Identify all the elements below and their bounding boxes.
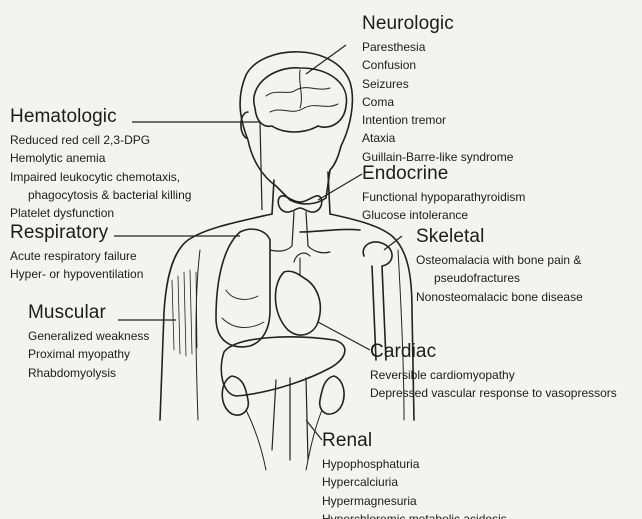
neurologic-group: Neurologic Paresthesia Confusion Seizure… — [362, 13, 513, 166]
muscular-item: Rhabdomyolysis — [28, 364, 149, 382]
cardiac-item: Depressed vascular response to vasopress… — [370, 384, 617, 402]
head-outline — [240, 52, 352, 204]
skeletal-group: Skeletal Osteomalacia with bone pain & p… — [416, 226, 583, 306]
muscle-icon — [172, 270, 197, 356]
respiratory-heading: Respiratory — [10, 222, 143, 244]
renal-group: Renal Hypophosphaturia Hypercalciuria Hy… — [322, 430, 507, 519]
neurologic-heading: Neurologic — [362, 13, 513, 35]
leader-lines — [114, 45, 402, 440]
cardiac-list: Reversible cardiomyopathy Depressed vasc… — [370, 366, 617, 403]
leader-endocrine — [318, 174, 362, 200]
renal-list: Hypophosphaturia Hypercalciuria Hypermag… — [322, 455, 507, 519]
neurologic-item: Ataxia — [362, 129, 513, 147]
muscular-group: Muscular Generalized weakness Proximal m… — [28, 302, 149, 382]
neurologic-item: Confusion — [362, 56, 513, 74]
cardiac-group: Cardiac Reversible cardiomyopathy Depres… — [370, 341, 617, 403]
endocrine-item: Glucose intolerance — [362, 206, 525, 224]
skeletal-heading: Skeletal — [416, 226, 583, 248]
hematologic-item: Reduced red cell 2,3-DPG — [10, 131, 191, 149]
skeletal-item: Nonosteomalacic bone disease — [416, 288, 583, 306]
renal-item: Hypermagnesuria — [322, 492, 507, 510]
skeletal-item: Osteomalacia with bone pain & — [416, 251, 583, 269]
hematologic-heading: Hematologic — [10, 106, 191, 128]
renal-item: Hypophosphaturia — [322, 455, 507, 473]
renal-heading: Renal — [322, 430, 507, 452]
right-kidney-icon — [320, 376, 344, 414]
endocrine-heading: Endocrine — [362, 163, 525, 185]
neurologic-item: Seizures — [362, 75, 513, 93]
skeletal-list: Osteomalacia with bone pain & pseudofrac… — [416, 251, 583, 306]
muscular-list: Generalized weakness Proximal myopathy R… — [28, 327, 149, 382]
endocrine-item: Functional hypoparathyroidism — [362, 188, 525, 206]
muscular-item: Proximal myopathy — [28, 345, 149, 363]
hematologic-item: Platelet dysfunction — [10, 204, 191, 222]
liver-icon — [221, 337, 345, 396]
renal-item: Hypercalciuria — [322, 473, 507, 491]
hematologic-group: Hematologic Reduced red cell 2,3-DPG Hem… — [10, 106, 191, 222]
respiratory-item: Hyper- or hypoventilation — [10, 265, 143, 283]
neurologic-item: Paresthesia — [362, 38, 513, 56]
neurologic-list: Paresthesia Confusion Seizures Coma Inte… — [362, 38, 513, 166]
hematologic-item: Hemolytic anemia — [10, 149, 191, 167]
neurologic-item: Intention tremor — [362, 111, 513, 129]
respiratory-item: Acute respiratory failure — [10, 247, 143, 265]
leader-renal — [306, 420, 322, 440]
cardiac-item: Reversible cardiomyopathy — [370, 366, 617, 384]
endocrine-list: Functional hypoparathyroidism Glucose in… — [362, 188, 525, 225]
heart-icon — [275, 271, 320, 335]
neurologic-item: Coma — [362, 93, 513, 111]
renal-item: Hyperchloremic metabolic acidosis — [322, 510, 507, 519]
ear-outline — [241, 112, 248, 138]
muscular-item: Generalized weakness — [28, 327, 149, 345]
endocrine-group: Endocrine Functional hypoparathyroidism … — [362, 163, 525, 225]
respiratory-list: Acute respiratory failure Hyper- or hypo… — [10, 247, 143, 284]
cardiac-heading: Cardiac — [370, 341, 617, 363]
hematologic-list: Reduced red cell 2,3-DPG Hemolytic anemi… — [10, 131, 191, 222]
muscular-heading: Muscular — [28, 302, 149, 324]
skeletal-item: pseudofractures — [416, 269, 583, 287]
hematologic-item: Impaired leukocytic chemotaxis, — [10, 168, 191, 186]
lungs-icon — [216, 229, 270, 347]
leader-neurologic — [306, 45, 346, 74]
respiratory-group: Respiratory Acute respiratory failure Hy… — [10, 222, 143, 284]
hematologic-item: phagocytosis & bacterial killing — [10, 186, 191, 204]
